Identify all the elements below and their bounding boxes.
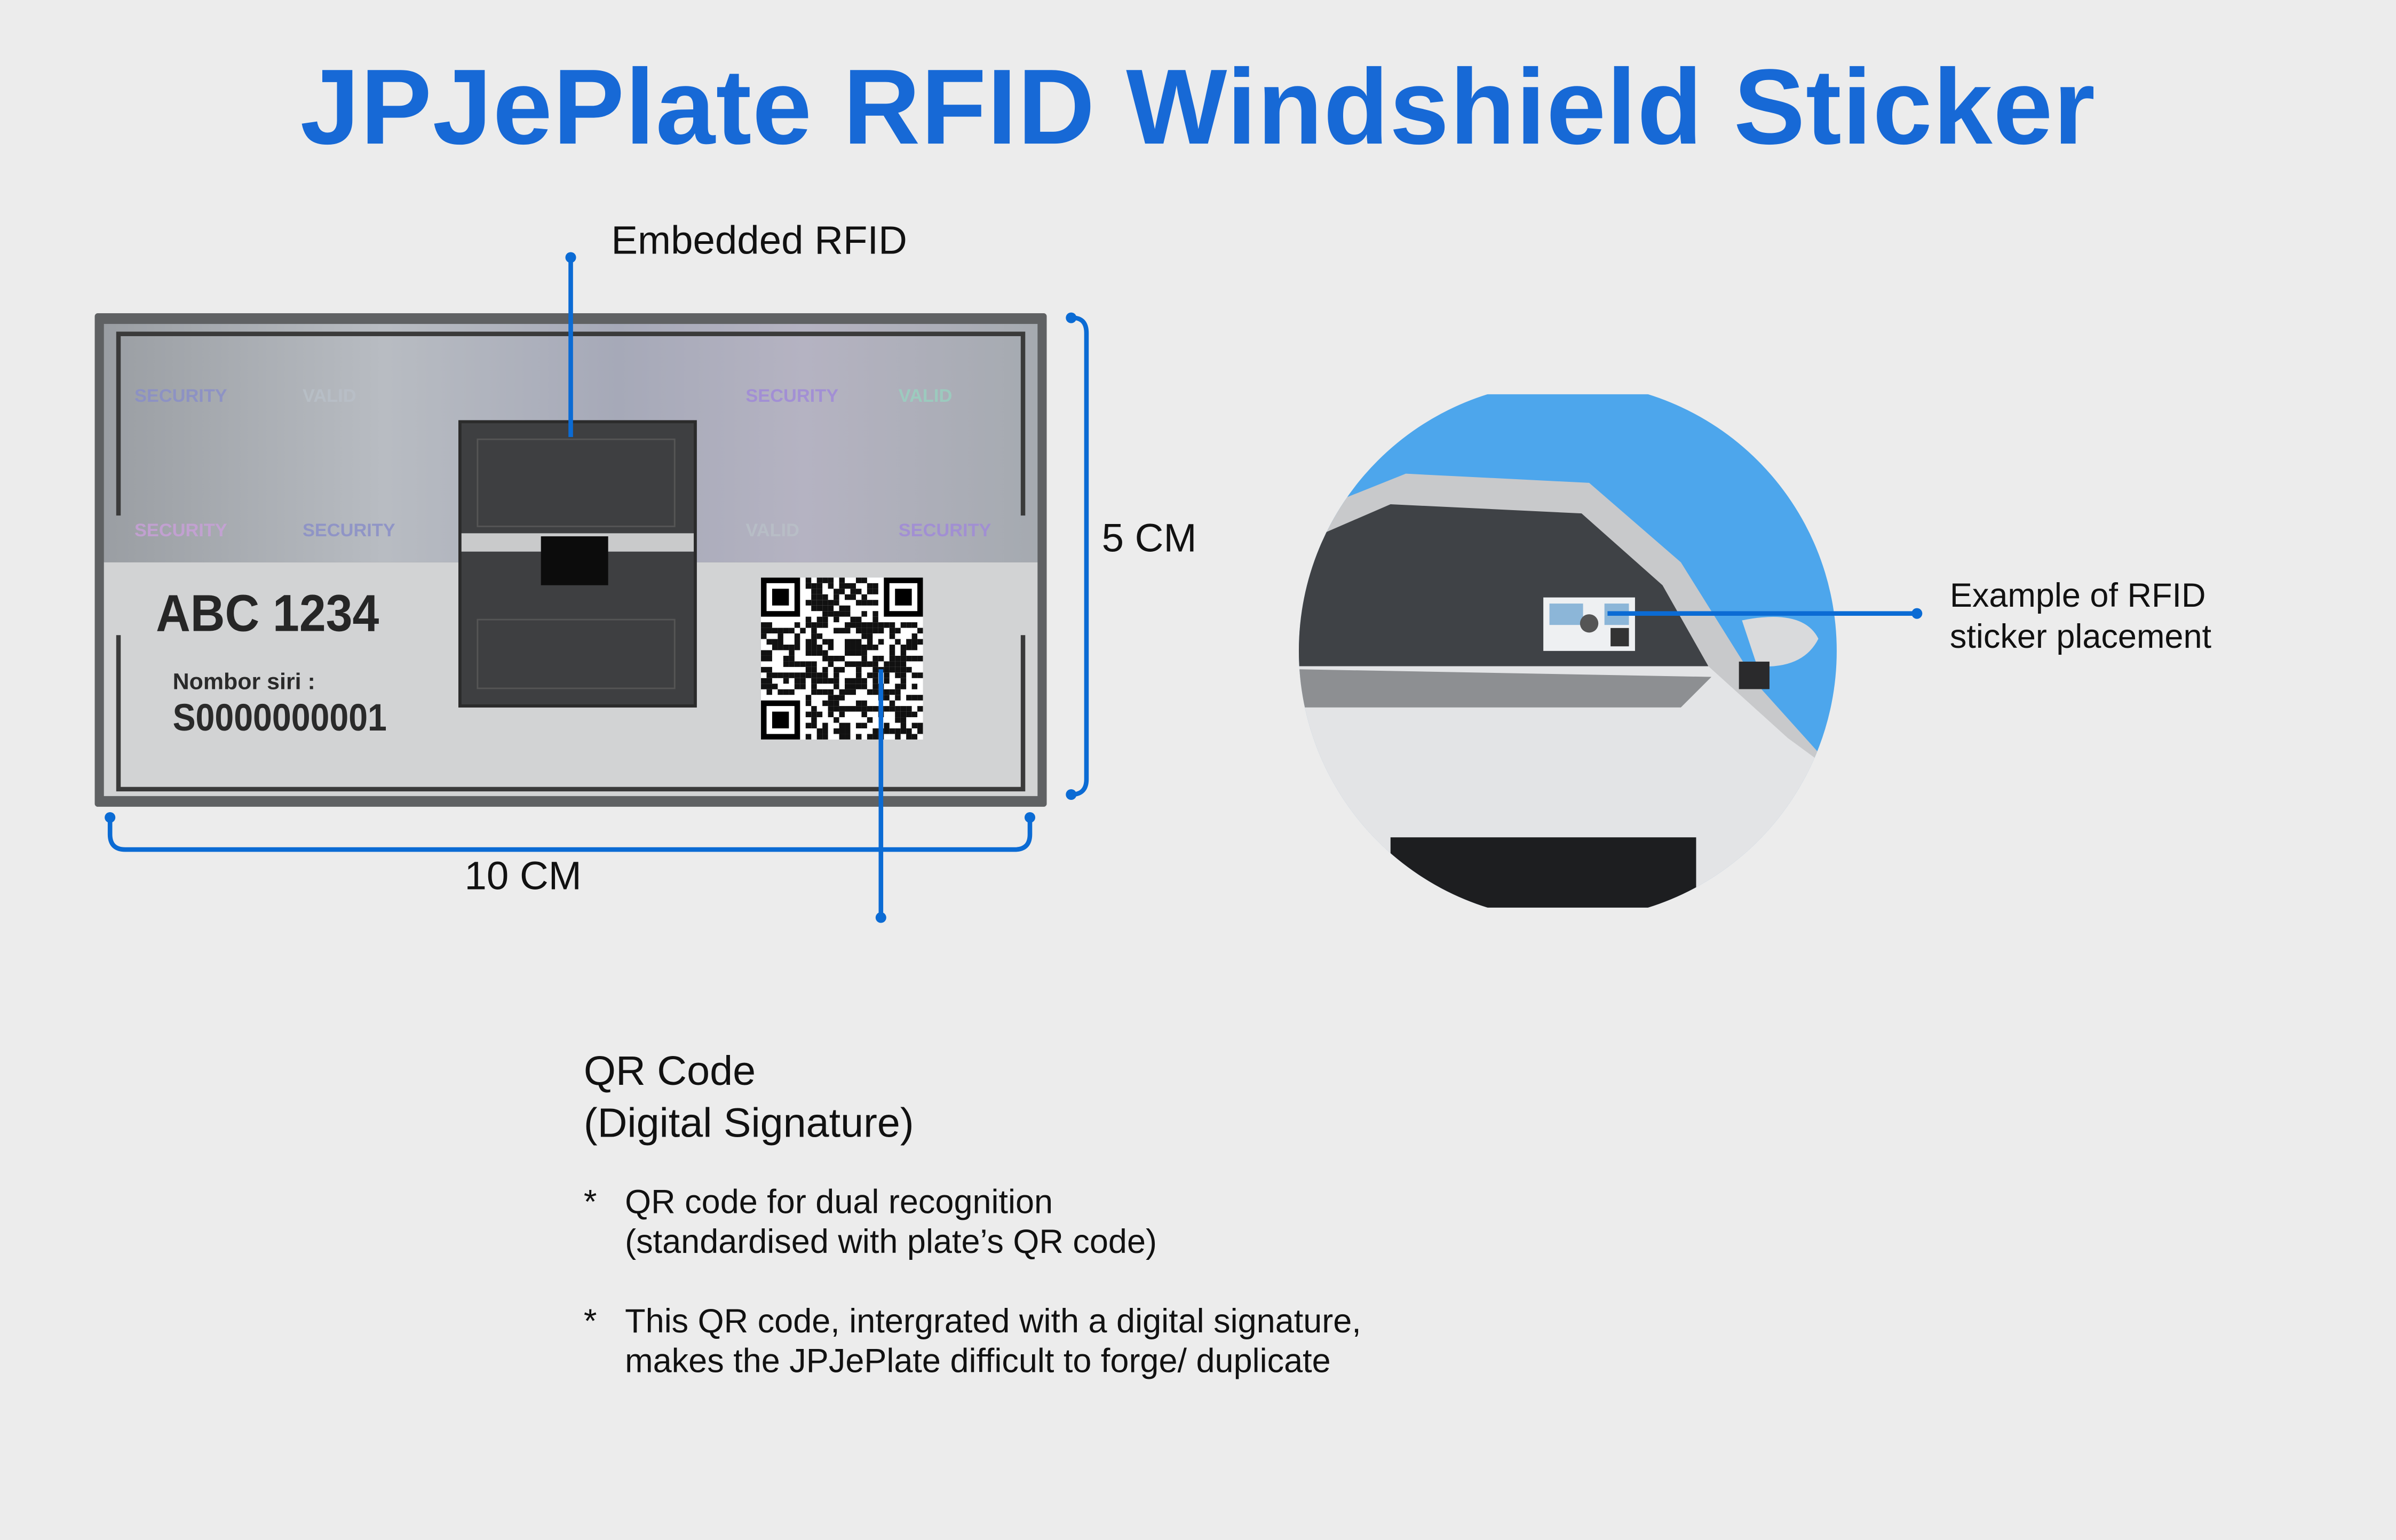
qr-leader-line xyxy=(878,669,884,917)
hologram-pattern: SECURITY VALID SECURITY VALID SECURITY SECURI… xyxy=(104,324,1038,562)
width-bracket xyxy=(105,812,1036,852)
height-bracket xyxy=(1066,312,1089,800)
hologram-text: SECURITY xyxy=(898,519,991,541)
bullet-text: This QR code, intergrated with a digital… xyxy=(625,1301,1361,1340)
callout-dot xyxy=(875,912,886,923)
serial-number: S0000000001 xyxy=(172,696,387,740)
antenna-coil xyxy=(477,618,676,689)
placement-label: Example of RFID sticker placement xyxy=(1950,575,2211,657)
qr-heading-line2: (Digital Signature) xyxy=(583,1100,914,1146)
rfid-chip xyxy=(541,536,608,585)
qr-code xyxy=(761,577,923,740)
rfid-leader-line xyxy=(568,257,573,437)
bullet-marker: * xyxy=(583,1301,597,1340)
car-placement-image xyxy=(1298,394,1837,908)
bullet-marker: * xyxy=(583,1182,597,1221)
embedded-rfid-label: Embedded RFID xyxy=(611,217,907,263)
callout-dot xyxy=(1911,608,1923,619)
hologram-text: VALID xyxy=(302,385,356,407)
qr-heading: QR Code (Digital Signature) xyxy=(584,1045,914,1149)
bullet-text: makes the JPJePlate difficult to forge/ … xyxy=(625,1341,1331,1380)
serial-label: Nombor siri : xyxy=(172,669,315,695)
page-title: JPJePlate RFID Windshield Sticker xyxy=(300,47,2096,167)
hologram-text: SECURITY xyxy=(745,385,839,407)
width-label: 10 CM xyxy=(464,852,582,899)
placement-label-line1: Example of RFID xyxy=(1949,576,2206,615)
qr-bullet: * This QR code, intergrated with a digit… xyxy=(584,1302,1361,1382)
hologram-text: SECURITY xyxy=(302,519,395,541)
rfid-sticker-image: SECURITY VALID SECURITY VALID SECURITY SECURI… xyxy=(94,313,1047,807)
placement-leader-line xyxy=(1607,611,1916,616)
qr-bullet: * QR code for dual recognition (standard… xyxy=(584,1182,1157,1262)
placement-label-line2: sticker placement xyxy=(1949,617,2212,656)
hologram-text: VALID xyxy=(898,385,953,407)
bullet-text: (standardised with plate’s QR code) xyxy=(625,1222,1157,1261)
bullet-text: QR code for dual recognition xyxy=(625,1182,1053,1221)
hologram-text: VALID xyxy=(745,519,799,541)
antenna-coil xyxy=(477,438,676,527)
plate-number: ABC 1234 xyxy=(156,585,379,644)
hologram-text: SECURITY xyxy=(134,519,227,541)
hologram-text: SECURITY xyxy=(134,385,227,407)
qr-heading-line1: QR Code xyxy=(583,1048,756,1094)
height-label: 5 CM xyxy=(1101,514,1197,561)
